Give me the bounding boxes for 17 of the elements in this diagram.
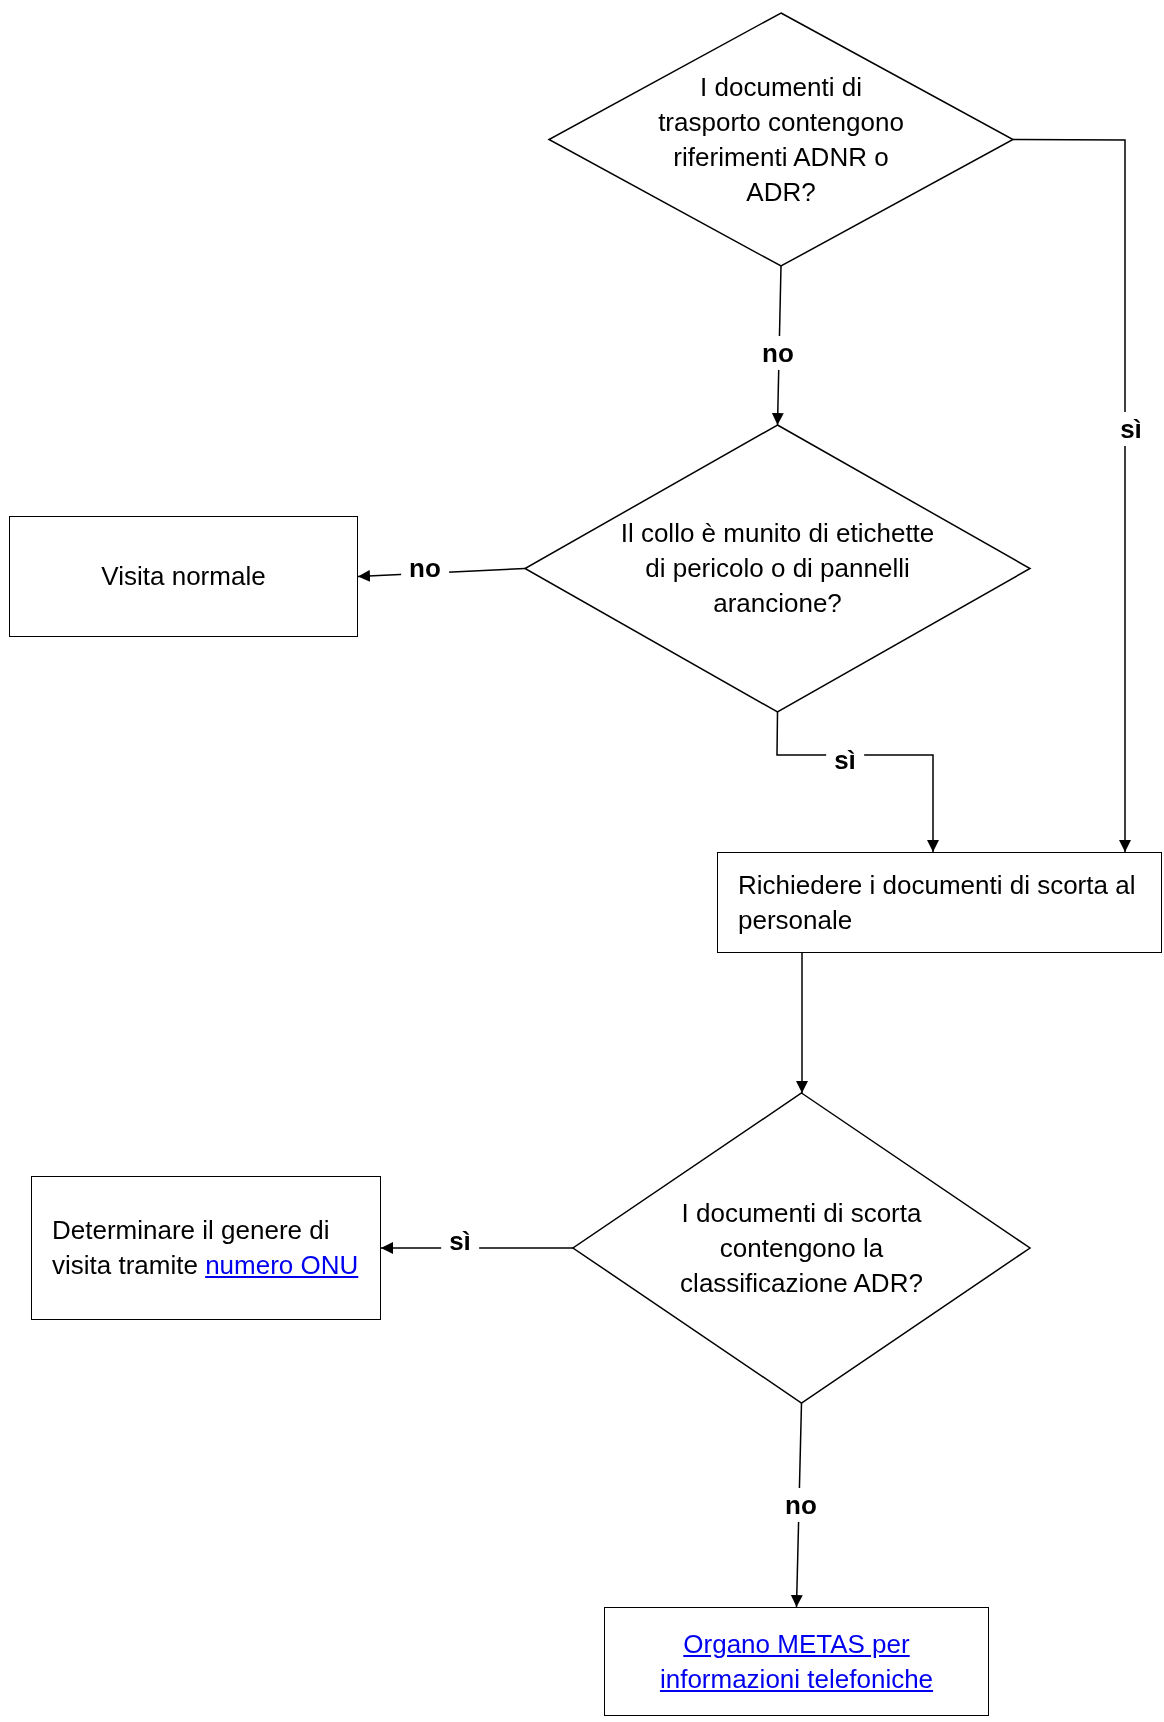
arrow [1012, 138, 1131, 853]
link: Organo METAS per informazioni telefoniche [659, 1628, 934, 1694]
decision-diamond [549, 13, 1013, 266]
question-text: I documenti di trasporto contengono riferimenti ADNR o ADR? [657, 70, 905, 209]
process-box [717, 852, 1162, 953]
link: numero ONU [205, 1250, 359, 1280]
instruction-text: Determinare il genere di visita tramite numero ONU [52, 1214, 360, 1282]
decision-diamond [573, 1093, 1030, 1403]
arrow [796, 952, 808, 1094]
decision-diamond [525, 425, 1030, 712]
question-text: Il collo è munito di etichette di pericolo o di pannelli arancione? [620, 517, 935, 620]
process-box [9, 516, 358, 637]
step-text: Richiedere i documenti di scorta al personale [738, 868, 1137, 937]
process-box [604, 1607, 989, 1716]
question-text: I documenti di scorta contengono la classificazione ADR? [679, 1196, 924, 1300]
process-box [31, 1176, 381, 1320]
step-text: Visita normale [101, 560, 266, 593]
